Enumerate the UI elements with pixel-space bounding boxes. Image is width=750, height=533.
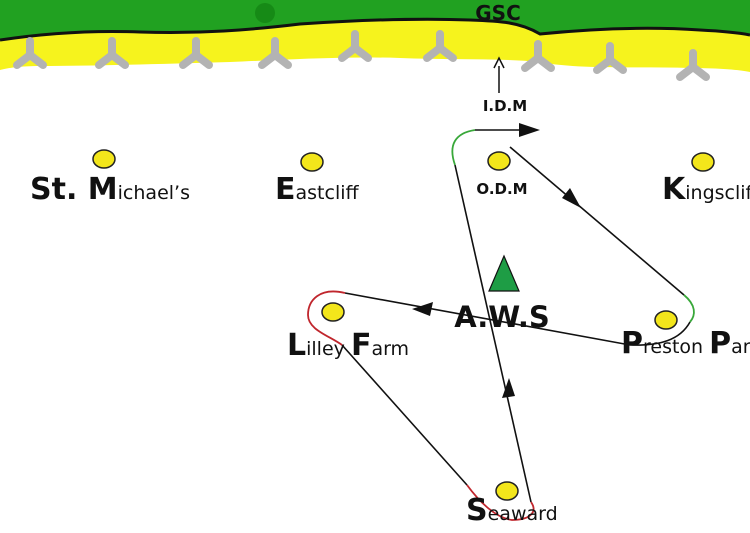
buoy-st-michaels (92, 149, 116, 169)
st-michaels-rest: ichael’s (118, 182, 190, 204)
buoy-odm (487, 151, 511, 171)
course-leg-seaward-odm (454, 164, 532, 503)
st-michaels-initial: St. M (30, 172, 118, 207)
buoys (92, 149, 715, 501)
lilley-farm-rest-1: illey (306, 338, 351, 360)
arrow-icon (412, 302, 433, 316)
buoy-preston-park (654, 310, 678, 330)
lilley-farm-label: Lilley Farm (287, 328, 409, 363)
st-michaels-label: St. Michael’s (30, 172, 190, 207)
kingscliff-initial: K (662, 172, 687, 207)
kingscliff-rest: ingscliff (685, 182, 750, 204)
course-lines (341, 129, 691, 503)
odm-label: O.D.M (476, 180, 527, 198)
arrow-icon (562, 188, 581, 208)
seaward-rest: eaward (488, 503, 558, 525)
red-rounding-lilleyfarm (307, 290, 346, 346)
preston-park-label: Preston Park (621, 326, 750, 361)
idm-label: I.D.M (483, 97, 527, 115)
seaward-initial: S (466, 493, 488, 528)
arrow-icon (519, 123, 540, 137)
groynes (13, 30, 710, 81)
lilley-farm-rest-2: arm (371, 338, 409, 360)
preston-park-initial-1: P (621, 326, 643, 361)
preston-park-initial-2: P (709, 326, 731, 361)
eastcliff-label: Eastcliff (275, 172, 359, 207)
buoy-eastcliff (300, 152, 324, 172)
eastcliff-rest: astcliff (296, 182, 360, 204)
groyne-icon (338, 30, 372, 62)
coastline: GSC (0, 0, 750, 72)
course-leg-odm-prestonpark (509, 146, 685, 296)
preston-park-rest-2: ark (731, 336, 750, 358)
arrow-icon (502, 378, 515, 398)
groyne-icon (521, 40, 555, 72)
rounding-arcs (307, 129, 695, 521)
buoy-lilley-farm (321, 302, 345, 322)
groyne-icon (593, 42, 627, 74)
groyne-icon (95, 37, 129, 69)
buoy-seaward (495, 481, 519, 501)
green-rounding-odm (451, 129, 476, 166)
aws-label: A.W.S (454, 300, 550, 334)
lilley-farm-initial-1: L (287, 328, 306, 363)
kingscliff-label: Kingscliff (662, 172, 750, 207)
red-rounding-seaward (466, 484, 535, 521)
groyne-icon (13, 37, 47, 69)
course-leg-lilleyfarm-seaward (341, 344, 468, 486)
idm-pointer-arrow (493, 56, 505, 93)
course-leg-prestonpark-lilleyfarm (344, 292, 691, 346)
gsc-label: GSC (475, 1, 521, 25)
groyne-icon (676, 49, 710, 81)
green-rounding-prestonpark (683, 294, 695, 323)
coastline-edge (0, 17, 750, 42)
direction-arrows (412, 123, 581, 398)
lilley-farm-initial-2: F (351, 328, 372, 363)
buoy-kingscliff (691, 152, 715, 172)
preston-park-rest-1: reston (643, 336, 709, 358)
groyne-icon (179, 37, 213, 69)
tree-icon (255, 3, 275, 23)
aws-triangle-icon (488, 254, 520, 292)
groyne-icon (258, 37, 292, 69)
eastcliff-initial: E (275, 172, 296, 207)
seaward-label: Seaward (466, 493, 558, 528)
groyne-icon (423, 30, 457, 62)
